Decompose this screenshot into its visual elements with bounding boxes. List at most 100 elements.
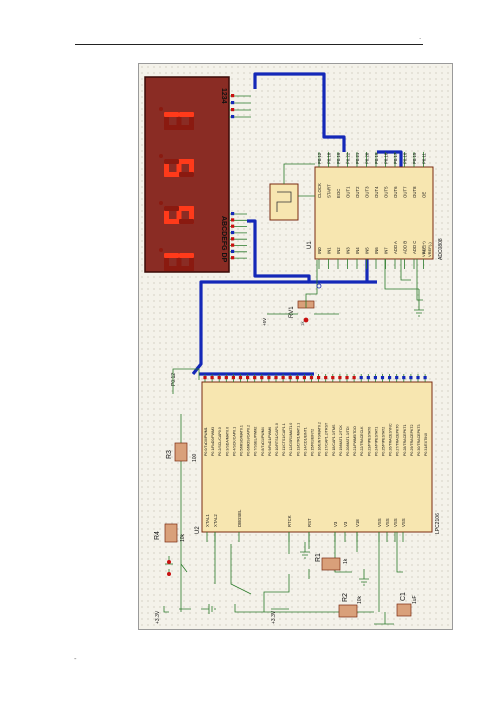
r1-body xyxy=(321,557,341,571)
adc-body xyxy=(314,166,434,260)
mcu-pin-marker xyxy=(217,376,221,380)
mcu-pin-label: P0.18/CAP1.3/TMS xyxy=(332,424,336,456)
mcu-pin-label: P0.8/TxD1/PWM4 xyxy=(261,427,265,456)
mcu-pin-marker xyxy=(352,376,356,380)
adc-net-label: P0.21 xyxy=(355,152,360,164)
adc-pin-label: OUT6 xyxy=(393,186,398,198)
r4-value: 10k xyxy=(180,533,186,542)
mcu-pin-label: P0.0/TxD0/PWM1 xyxy=(204,427,208,456)
mcu-pin-marker xyxy=(274,376,278,380)
mcu-pin-marker xyxy=(224,376,228,380)
c1-ref: C1 xyxy=(400,592,407,601)
supply-label-2: +3.3V xyxy=(155,610,161,624)
mcu-pin-marker xyxy=(331,376,335,380)
mcu-pin-label: P0.20/MAT1.3/TDI xyxy=(346,427,350,457)
adc-ref: U1 xyxy=(307,241,313,249)
pot-value: 1k xyxy=(300,320,305,326)
mcu-pin-marker xyxy=(231,376,235,380)
adc-net-label: P0.19 xyxy=(374,152,379,164)
mcu-pin-label: P0.22/TRACECLK xyxy=(360,426,364,456)
mcu-net-label: P0.12 xyxy=(171,373,177,386)
mcu-pin-label: P0.6/MOSI/CAP0.2 xyxy=(247,425,251,456)
adc-net-label: P0.22 xyxy=(346,152,351,164)
segment-c xyxy=(164,206,179,211)
display-pin-marker xyxy=(231,108,235,112)
mcu-pin-label: P0.13/DTR1/MAT1.1 xyxy=(296,423,300,456)
r3-body xyxy=(174,442,188,462)
pot-wiper-marker-icon xyxy=(316,283,322,289)
clock-square-wave-icon xyxy=(276,191,292,212)
mcu-pin-label: P0.9/RxD1/PWM6 xyxy=(268,427,272,456)
segment-bus-branch xyxy=(199,280,309,304)
r1-ref: R1 xyxy=(315,553,322,562)
segment-b xyxy=(179,253,194,258)
mcu-pin-marker xyxy=(295,376,299,380)
passive-wiring xyxy=(163,368,403,625)
segment-b xyxy=(179,159,194,164)
adc-net-label: P0.17 xyxy=(393,152,398,164)
reset-pushbutton xyxy=(165,556,173,576)
adc-pin-label: OUT7 xyxy=(403,186,408,198)
segment-e xyxy=(164,266,179,271)
mcu-part: LPC2106 xyxy=(435,513,441,534)
adc-pin-label: OUT1 xyxy=(346,186,351,198)
resistor-r1: R1 1k xyxy=(315,553,349,571)
r1-value: 1k xyxy=(343,558,349,564)
display-pins xyxy=(229,94,251,260)
adc-pin-label: EOC xyxy=(336,189,341,198)
ground-icon xyxy=(201,604,216,614)
mcu-pin-label: P0.19/MAT1.2/TCK xyxy=(339,425,343,456)
supply-label: +3.3V xyxy=(271,610,277,624)
display-pin-marker xyxy=(231,249,235,253)
mcu-pin-label: VSS xyxy=(393,518,398,527)
adc-net-label: P0.12 xyxy=(317,152,322,164)
mcu-pin-label: P0.31/EXTIN0 xyxy=(424,433,428,456)
segment-f xyxy=(179,125,194,130)
display-pin-marker xyxy=(231,224,235,228)
adc-pin-label: IN4 xyxy=(355,247,360,254)
adc-pin-label: OUT5 xyxy=(384,186,389,198)
r4-body xyxy=(164,523,178,543)
mcu-pin-label: P0.5/MISO/MAT0.1 xyxy=(240,425,244,456)
display-pin-marker xyxy=(231,256,235,260)
display-pin-marker xyxy=(231,237,235,241)
mcu-pin-label: P0.11/CTS1/CAP1.1 xyxy=(282,423,286,456)
mcu-pin-marker xyxy=(366,376,370,380)
display-digit xyxy=(159,201,194,224)
adc-pin-label: ADD A xyxy=(393,241,398,254)
mcu-pin-label: P0.3/SDA/MAT0.0 xyxy=(225,427,229,456)
mcu-pin-label: P0.14/CD1/EINT1 xyxy=(303,427,307,456)
ground-symbols xyxy=(201,542,369,614)
adc-pin-label: OUT3 xyxy=(365,186,370,198)
mcu-pin-marker xyxy=(345,376,349,380)
adc-pin-label: ALE xyxy=(422,246,427,254)
mcu-pin-marker xyxy=(267,376,271,380)
mcu-pin-label: P0.27/TRACEPKT0 xyxy=(396,424,400,456)
adc-net-label: P0.16 xyxy=(403,152,408,164)
mcu-pin-marker xyxy=(402,376,406,380)
segment-dp xyxy=(159,201,163,205)
adc-pin-label: IN1 xyxy=(327,247,332,254)
mcu-body xyxy=(201,381,433,533)
adc-net-label: P0.18 xyxy=(384,152,389,164)
mcu-pin-marker xyxy=(281,376,285,380)
mcu-pin-marker xyxy=(416,376,420,380)
mcu-pin-label: DBGSEL xyxy=(237,509,242,527)
resistor-r3: R3 100 xyxy=(166,442,198,462)
r3-ref: R3 xyxy=(166,450,173,459)
mcu-pin-label: P0.17/CAP1.2/TRST xyxy=(325,422,329,456)
c1-value: 1uF xyxy=(412,595,418,604)
mcu-pin-label: P0.28/TRACEPKT1 xyxy=(403,424,407,456)
segment-dp xyxy=(159,107,163,111)
r4-ref: R4 xyxy=(154,531,161,540)
page-corner-mark: · xyxy=(419,35,422,43)
button-contact-icon xyxy=(167,572,171,576)
mcu-pin-label: VSS xyxy=(377,518,382,527)
segment-b xyxy=(179,206,194,211)
adc-vref-pins: VREF(+)VREF(-) xyxy=(421,241,432,257)
adc-net-label: P0.18 xyxy=(327,152,332,164)
digit-header-label: 1234 xyxy=(220,88,227,104)
adc-pin-label: IN6 xyxy=(374,247,379,254)
display-pin-marker xyxy=(231,101,235,105)
